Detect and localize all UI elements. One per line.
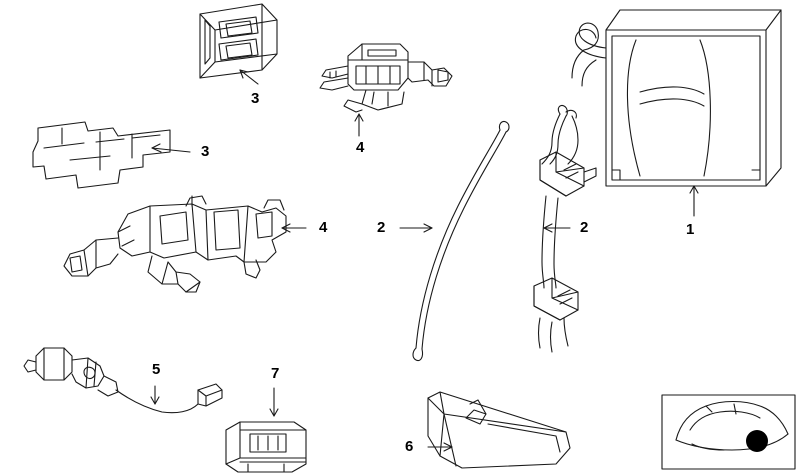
callout-4-bracket-lower: 4 xyxy=(319,219,328,236)
callout-7-module: 7 xyxy=(271,365,280,382)
part-foam-pad-cross xyxy=(32,121,171,189)
leader-line-5 xyxy=(150,385,160,405)
part-control-module xyxy=(225,421,307,473)
leader-line-3-upper xyxy=(239,69,259,85)
callout-3-foam-upper: 3 xyxy=(251,90,260,107)
leader-line-7 xyxy=(269,387,279,417)
callout-4-bracket-upper: 4 xyxy=(356,139,365,156)
part-lumbar-bladder xyxy=(427,391,571,469)
leader-line-1 xyxy=(689,185,699,217)
part-backrest-panel xyxy=(571,9,782,187)
leader-line-2-long xyxy=(399,223,433,233)
part-pump-unit xyxy=(23,347,223,414)
leader-line-3-cross xyxy=(151,143,191,153)
callout-5-pump: 5 xyxy=(152,361,161,378)
part-bracket-upper xyxy=(319,43,453,113)
part-cable-long xyxy=(412,120,510,362)
part-bracket-lower xyxy=(63,195,287,293)
leader-line-6 xyxy=(427,442,453,452)
callout-3-foam-cross: 3 xyxy=(201,143,210,160)
part-foam-pad-upper xyxy=(199,3,278,79)
callout-6-bladder: 6 xyxy=(405,438,414,455)
callout-1: 1 xyxy=(686,221,695,238)
part-cable-connector-pair xyxy=(533,104,597,353)
callout-2-cable-long: 2 xyxy=(377,219,386,236)
leader-line-2-connectors xyxy=(543,223,571,233)
vehicle-inset xyxy=(661,394,796,470)
leader-line-4-upper xyxy=(354,113,364,137)
leader-line-4-lower xyxy=(281,223,307,233)
callout-2-connectors: 2 xyxy=(580,219,589,236)
